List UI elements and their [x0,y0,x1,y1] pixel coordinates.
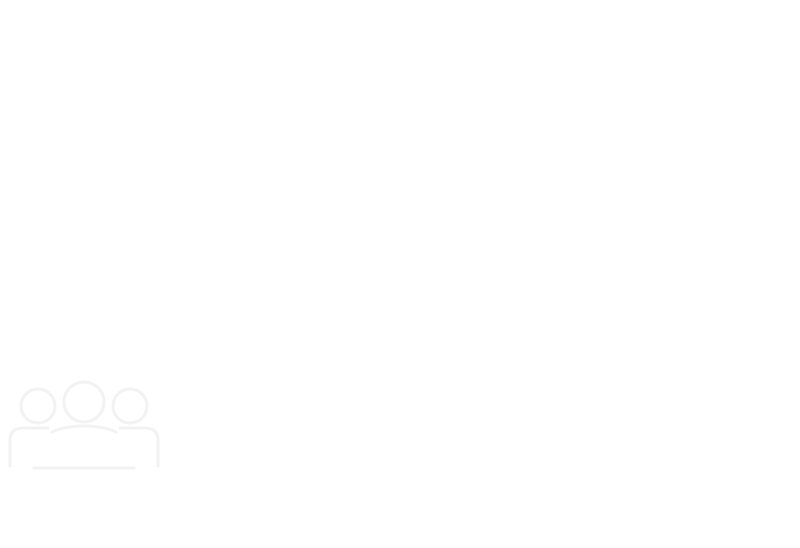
right-person-head [111,387,149,425]
center-person-head [62,380,106,424]
left-person-body [8,426,50,468]
center-person-body [50,424,118,434]
right-person-body [118,426,160,468]
users-group-icon [4,372,164,476]
left-person-head [19,387,57,425]
